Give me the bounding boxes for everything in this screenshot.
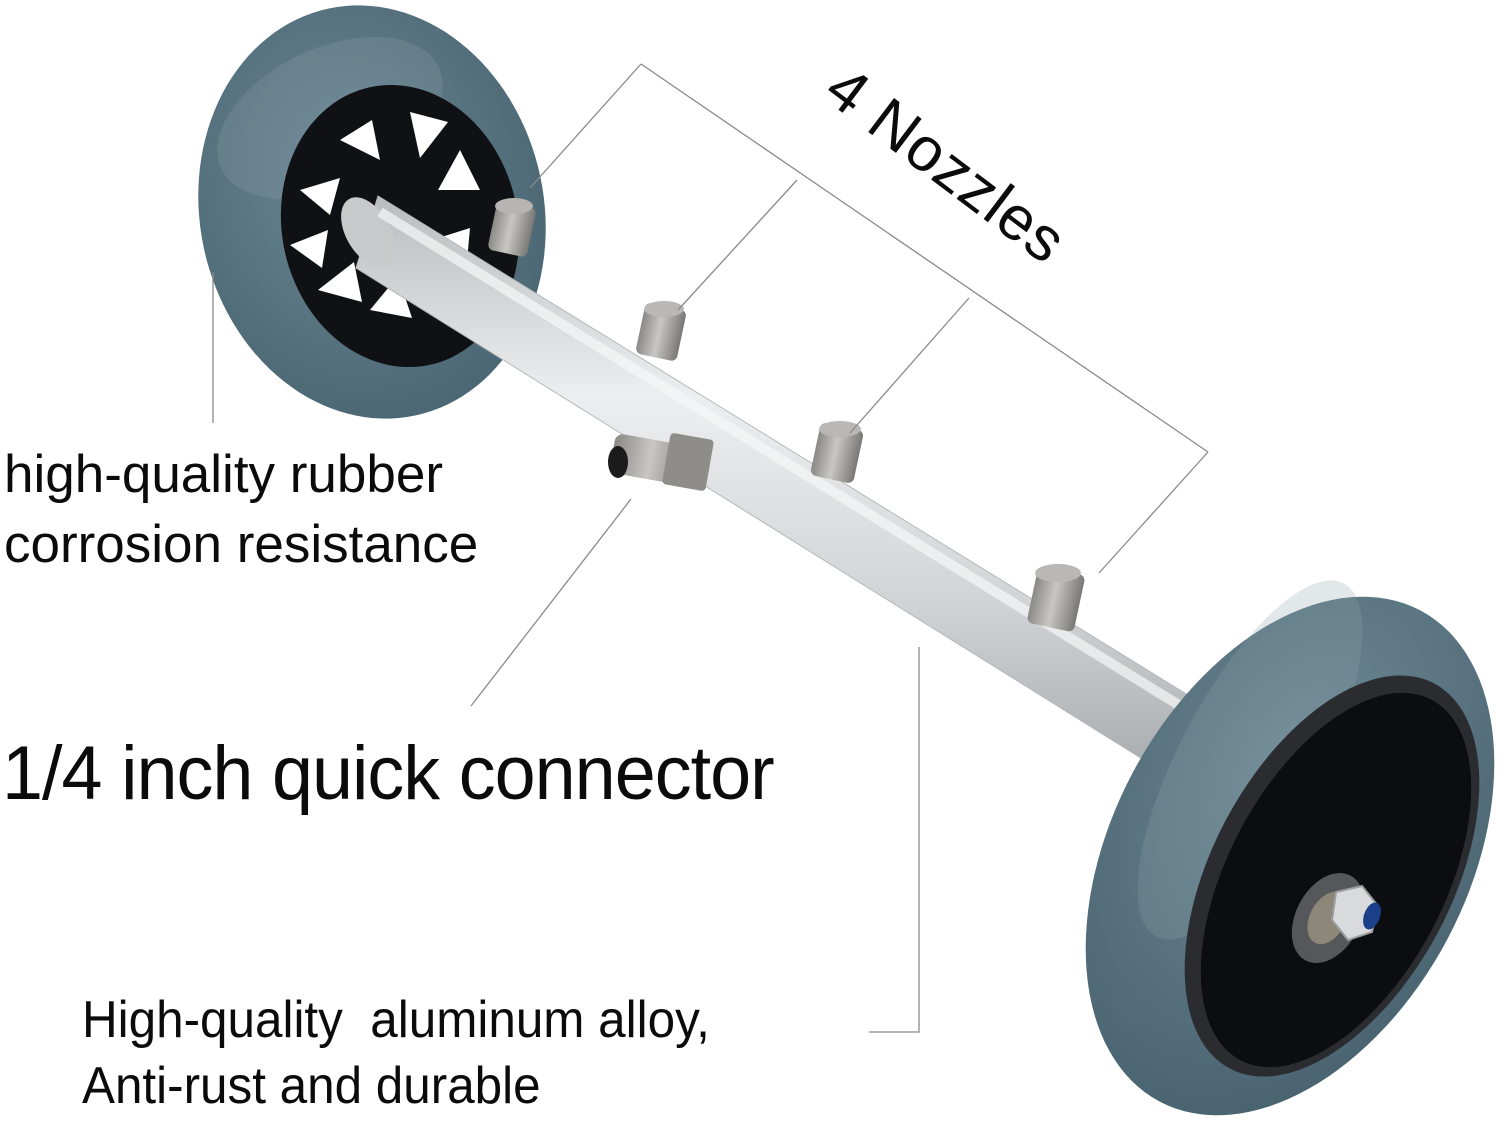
tube-leader [869, 647, 920, 1033]
nozzle-4 [1027, 564, 1085, 632]
nozzle-3 [810, 421, 864, 483]
leader-lines [212, 63, 1209, 1033]
nozzle-2-leader [677, 179, 798, 311]
nozzle-1-leader [529, 63, 642, 189]
wheel-callout-line-1: high-quality rubber [4, 445, 443, 504]
nozzle-1 [488, 198, 536, 257]
quick-connector [608, 433, 714, 491]
right-wheel [1085, 580, 1495, 1116]
wheel-callout-line-2: corrosion resistance [4, 515, 479, 574]
tube-callout-line-1: High-quality aluminum alloy, [82, 991, 710, 1049]
connector-callout: 1/4 inch quick connector [2, 731, 775, 816]
connector-leader [470, 498, 632, 707]
wheel-callout: high-quality rubber corrosion resistance [4, 440, 478, 580]
nozzles-bracket-line [640, 63, 1209, 453]
nozzle-4-leader [1098, 451, 1209, 574]
tube-callout-line-2: Anti-rust and durable [82, 1057, 541, 1115]
right-tire-highlight [1137, 580, 1363, 940]
nozzle-3-leader [849, 297, 970, 434]
tube-callout: High-quality aluminum alloy, Anti-rust a… [82, 987, 710, 1119]
axle-nut [1330, 884, 1381, 942]
aluminum-tube [341, 195, 1197, 771]
nozzle-2 [636, 301, 686, 361]
